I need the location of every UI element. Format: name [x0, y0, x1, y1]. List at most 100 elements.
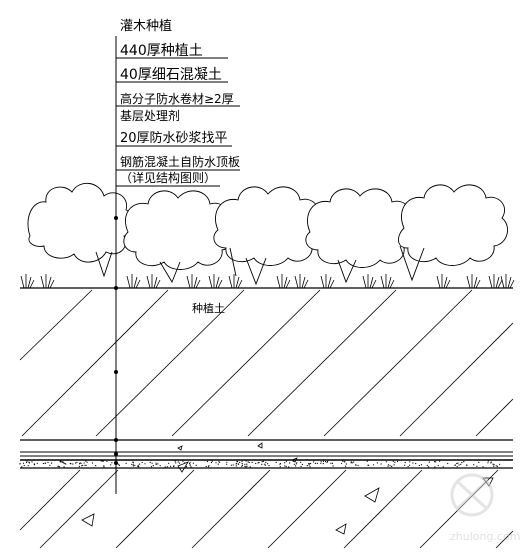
- speckle-dot: [300, 461, 302, 463]
- speckle-dot: [344, 461, 346, 463]
- watermark-logo: zhulong.com: [450, 473, 520, 543]
- speckle-dot: [51, 462, 53, 464]
- speckle-dot: [235, 465, 237, 467]
- speckle-dot: [100, 460, 102, 462]
- speckle-dot: [244, 463, 246, 465]
- speckle-dot: [144, 463, 146, 465]
- grass-tuft: [126, 274, 141, 289]
- speckle-dot: [294, 465, 297, 467]
- speckle-dot: [355, 464, 357, 466]
- speckle-dot: [293, 463, 295, 465]
- speckle-dot: [442, 466, 444, 468]
- speckle-dot: [495, 465, 497, 467]
- speckle-dot: [28, 461, 30, 463]
- speckle-dot: [490, 462, 492, 464]
- speckle-dot: [151, 462, 153, 464]
- speckle-dot: [487, 460, 489, 462]
- speckle-dot: [330, 462, 332, 464]
- speckle-dot: [396, 460, 399, 463]
- speckle-dot: [217, 463, 219, 465]
- speckle-dot: [295, 463, 297, 465]
- layer-lines: [20, 439, 513, 469]
- speckle-dot: [456, 462, 458, 465]
- speckle-dot: [118, 464, 120, 466]
- speckle-dot: [345, 463, 347, 465]
- speckle-dot: [241, 463, 243, 465]
- speckle-dot: [265, 461, 267, 463]
- speckle-dot: [173, 465, 175, 468]
- speckle-dot: [170, 465, 172, 467]
- speckle-dot: [59, 461, 61, 463]
- speckle-dot: [166, 466, 168, 468]
- speckle-dot: [308, 464, 310, 466]
- speckle-dot: [22, 462, 25, 464]
- label-waterproof-membrane: 高分子防水卷材≥2厚: [120, 91, 234, 106]
- speckle-dot: [350, 462, 352, 464]
- speckle-dot: [461, 462, 463, 464]
- speckle-dot: [70, 463, 72, 465]
- speckle-dot: [473, 464, 475, 466]
- speckle-dot: [353, 461, 355, 463]
- speckle-dot: [407, 465, 409, 468]
- speckle-dot: [65, 463, 67, 465]
- speckle-dot: [72, 463, 74, 465]
- speckle-dot: [58, 466, 60, 468]
- speckle-dot: [75, 462, 77, 464]
- speckle-dot: [85, 464, 87, 466]
- speckle-dot: [322, 463, 324, 465]
- speckle-dot: [91, 462, 94, 464]
- speckle-dot: [261, 461, 263, 463]
- speckle-dot: [211, 460, 213, 462]
- speckle-dot: [103, 466, 105, 468]
- speckle-dot: [380, 463, 382, 465]
- label-shrub-planting: 灌木种植: [120, 19, 172, 34]
- speckle-dot: [251, 461, 253, 463]
- speckle-dot: [366, 460, 368, 462]
- speckle-dot: [284, 462, 286, 464]
- speckle-dot: [357, 464, 359, 466]
- speckle-dot: [372, 464, 375, 466]
- speckle-dot: [434, 466, 436, 468]
- label-structural-reference: （详见结构图则）: [120, 170, 216, 185]
- slab-hatch: [19, 469, 514, 549]
- speckle-dot: [326, 461, 328, 464]
- grass-tuft: [276, 274, 291, 289]
- speckle-dot: [57, 465, 59, 467]
- speckle-dot: [49, 464, 51, 466]
- speckle-dot: [434, 461, 436, 463]
- grass-tuft: [146, 274, 161, 289]
- speckle-dot: [309, 463, 311, 465]
- speckle-dot: [320, 462, 322, 464]
- speckle-dot: [132, 461, 134, 463]
- grass-tuft: [208, 274, 223, 289]
- grass-tuft: [488, 274, 503, 289]
- speckle-dot: [435, 461, 437, 463]
- speckle-dot: [306, 465, 308, 467]
- speckle-dot: [26, 460, 28, 462]
- speckle-dot: [174, 460, 176, 462]
- speckle-dot: [137, 464, 139, 466]
- speckle-dot: [367, 464, 369, 466]
- speckle-dot: [80, 462, 82, 464]
- speckle-dot: [301, 463, 303, 466]
- speckle-dot: [387, 465, 389, 467]
- speckle-dot: [21, 466, 23, 468]
- speckle-dot: [264, 464, 266, 466]
- speckle-dot: [131, 463, 133, 465]
- speckle-dot: [189, 461, 191, 463]
- speckle-dot: [208, 465, 210, 467]
- speckle-dot: [454, 464, 456, 466]
- grass-tuft: [466, 274, 481, 289]
- speckle-dot: [236, 460, 239, 463]
- speckle-dot: [236, 462, 238, 464]
- speckle-dot: [248, 461, 250, 464]
- speckle-dot: [387, 464, 390, 466]
- speckle-dot: [320, 461, 322, 463]
- speckle-dot: [288, 466, 290, 468]
- speckle-dot: [19, 463, 21, 465]
- speckle-dot: [332, 465, 334, 467]
- speckle-dot: [331, 462, 333, 464]
- speckle-dot: [261, 463, 263, 465]
- speckle-dot: [118, 463, 120, 465]
- speckle-dot: [267, 463, 269, 465]
